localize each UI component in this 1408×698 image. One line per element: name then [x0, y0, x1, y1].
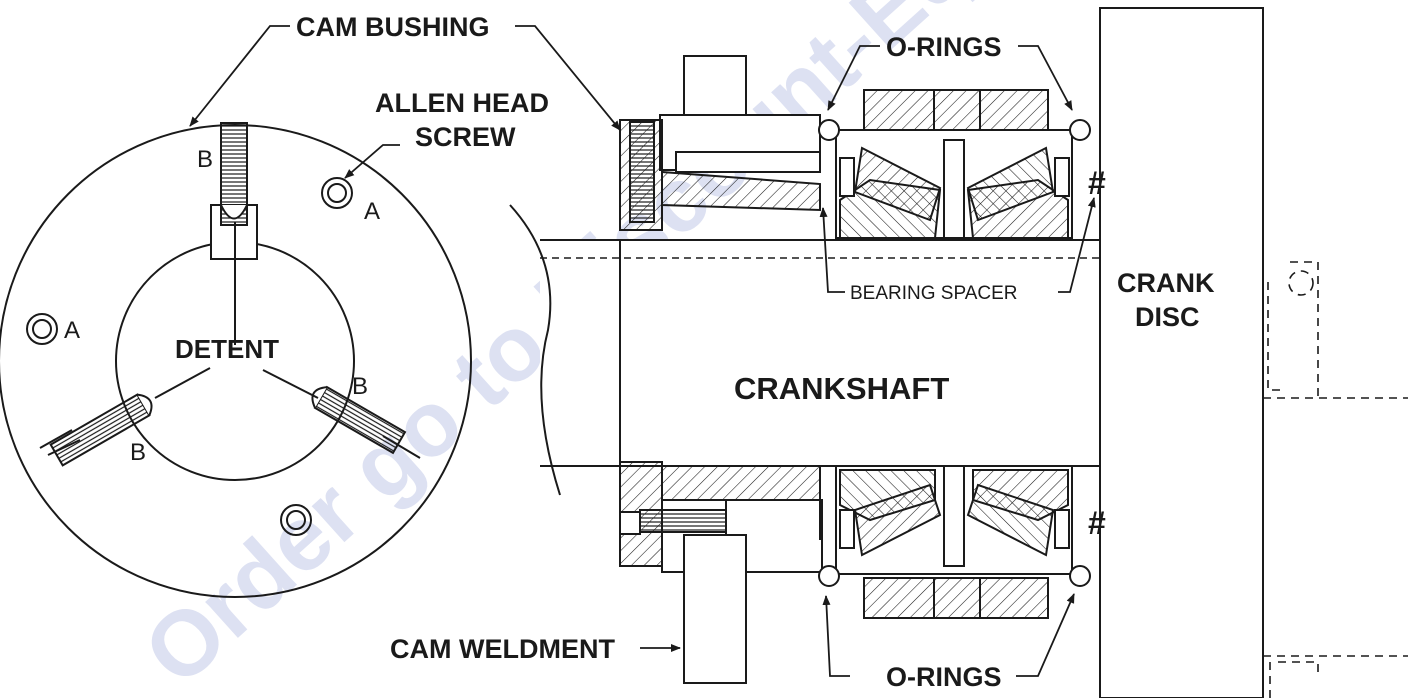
hash-top-label: # — [1088, 165, 1106, 201]
crank-disc — [1099, 7, 1264, 698]
hash-bottom-label: # — [1088, 505, 1106, 541]
cam-weldment-top — [683, 55, 747, 122]
set-screw-left — [49, 393, 153, 467]
cam-weldment-bottom — [683, 534, 747, 684]
allen-screw-left-outer — [26, 313, 58, 345]
cross-section — [509, 7, 1408, 698]
o-ring-top-left — [818, 119, 840, 141]
crankshaft-break — [509, 204, 561, 496]
o-rings-top-label: O-RINGS — [886, 32, 1002, 62]
right-leaders — [640, 45, 1096, 677]
phantom-part — [1263, 261, 1408, 698]
o-ring-top-right — [1069, 119, 1091, 141]
cam-bushing-label: CAM BUSHING — [296, 12, 490, 42]
label-b-left: B — [130, 439, 146, 466]
set-screw-right — [311, 385, 407, 455]
o-ring-bottom-left — [818, 565, 840, 587]
label-a-left: A — [64, 317, 80, 344]
crank-label: CRANK — [1117, 268, 1215, 298]
left-leaders — [189, 25, 621, 179]
o-rings-bottom-label: O-RINGS — [886, 662, 1002, 692]
cam-weldment-label: CAM WELDMENT — [390, 634, 615, 664]
allen-screw-right-outer — [321, 177, 353, 209]
allen-screw-label: SCREW — [415, 122, 516, 152]
label-b-right: B — [352, 373, 368, 400]
cam-bushing-end-view — [0, 122, 472, 598]
labels: CAM BUSHING ALLEN HEAD SCREW O-RINGS O-R… — [64, 12, 1215, 692]
bearing-spacer-label: BEARING SPACER — [850, 283, 1018, 304]
label-a-right: A — [364, 198, 380, 225]
allen-head-label: ALLEN HEAD — [375, 88, 549, 118]
crankshaft-body — [540, 239, 1101, 467]
detent-label: DETENT — [175, 334, 279, 364]
crankshaft-label: CRANKSHAFT — [734, 371, 949, 406]
o-ring-bottom-right — [1069, 565, 1091, 587]
allen-screw-bottom-outer — [280, 504, 312, 536]
bearing-cup-bottom — [863, 577, 1049, 619]
disc-label: DISC — [1135, 302, 1200, 332]
bearing-cup-top — [863, 89, 1049, 131]
label-b-top: B — [197, 146, 213, 173]
